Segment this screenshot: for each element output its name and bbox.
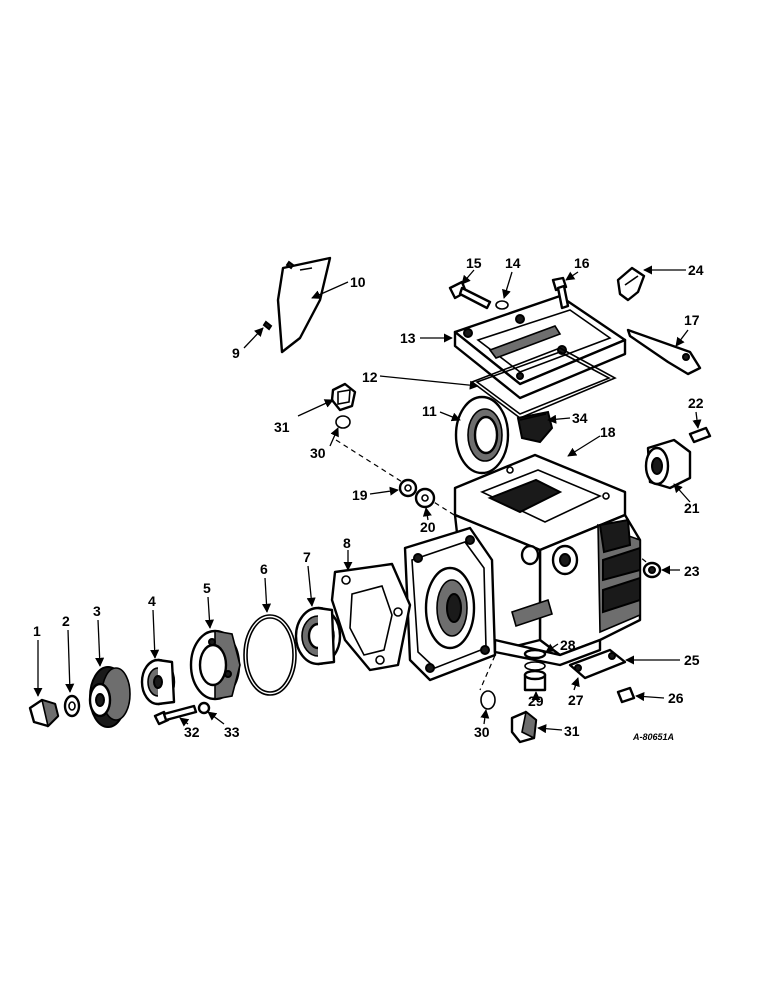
callout-9: 9: [232, 345, 240, 361]
callout-21: 21: [684, 500, 700, 516]
screw-part-9: [262, 260, 295, 331]
gear-part-3: [88, 666, 131, 728]
nut-part-1: [28, 698, 60, 728]
bolt-part-15: [448, 280, 492, 310]
callout-14: 14: [505, 255, 521, 271]
washer-part-2: [63, 694, 81, 718]
washer-part-19: [398, 478, 418, 498]
block-part-34: [516, 410, 554, 444]
bearing-cage-part-11: [454, 395, 510, 475]
callout-13: 13: [400, 330, 416, 346]
plug-part-23: [642, 561, 662, 579]
callout-32: 32: [184, 724, 200, 740]
callout-2: 2: [62, 613, 70, 629]
transmission-housing-part-18: [403, 453, 642, 682]
callout-30-upper: 30: [310, 445, 326, 461]
bolt-part-22: [688, 426, 712, 444]
washer-part-20: [414, 487, 436, 509]
callout-1: 1: [33, 623, 41, 639]
plug-part-29: [523, 661, 547, 692]
gasket-part-12: [470, 347, 617, 419]
callout-24: 24: [688, 262, 704, 278]
callout-15: 15: [466, 255, 482, 271]
callout-25: 25: [684, 652, 700, 668]
callout-3: 3: [93, 603, 101, 619]
plate-part-17: [626, 328, 702, 376]
elbow-fitting-part-24: [616, 266, 646, 302]
callout-29: 29: [528, 693, 544, 709]
callout-31-upper: 31: [274, 419, 290, 435]
callout-6: 6: [260, 561, 268, 577]
callout-34: 34: [572, 410, 588, 426]
bolt-part-32: [153, 704, 198, 726]
callout-12: 12: [362, 369, 378, 385]
callout-26: 26: [668, 690, 684, 706]
plug-part-31-lower: [510, 710, 538, 744]
washer-part-33: [197, 701, 211, 715]
callout-20: 20: [420, 519, 436, 535]
callout-11: 11: [422, 403, 437, 419]
callout-16: 16: [574, 255, 590, 271]
callout-30-lower: 30: [474, 724, 490, 740]
callout-28: 28: [560, 637, 576, 653]
bearing-part-7: [294, 606, 342, 666]
retainer-part-5: [189, 629, 241, 701]
callout-19: 19: [352, 487, 368, 503]
o-ring-part-6: [243, 614, 297, 696]
callout-18: 18: [600, 424, 616, 440]
plug-part-31-upper: [330, 382, 357, 412]
shift-boot-part-21: [644, 438, 692, 490]
cover-part-27: [568, 648, 627, 680]
callout-23: 23: [684, 563, 700, 579]
callout-33: 33: [224, 724, 240, 740]
callout-8: 8: [343, 535, 351, 551]
bearing-part-4: [140, 658, 176, 706]
callout-4: 4: [148, 593, 156, 609]
o-ring-part-30-upper: [335, 415, 351, 429]
screw-part-26: [616, 686, 636, 704]
o-ring-part-30-lower: [480, 690, 496, 710]
callout-31-lower: 31: [564, 723, 580, 739]
top-cover-part-13: [453, 294, 627, 400]
callout-27: 27: [568, 692, 584, 708]
callout-17: 17: [684, 312, 700, 328]
washer-part-14: [495, 300, 509, 310]
callout-10: 10: [350, 274, 366, 290]
cover-plate-part-10: [276, 256, 332, 354]
bolt-part-16: [551, 276, 570, 310]
callout-7: 7: [303, 549, 311, 565]
callout-22: 22: [688, 395, 704, 411]
o-ring-part-28: [523, 648, 547, 660]
callout-5: 5: [203, 580, 211, 596]
reference-code: A-80651A: [632, 732, 674, 742]
gasket-part-8: [330, 562, 412, 672]
